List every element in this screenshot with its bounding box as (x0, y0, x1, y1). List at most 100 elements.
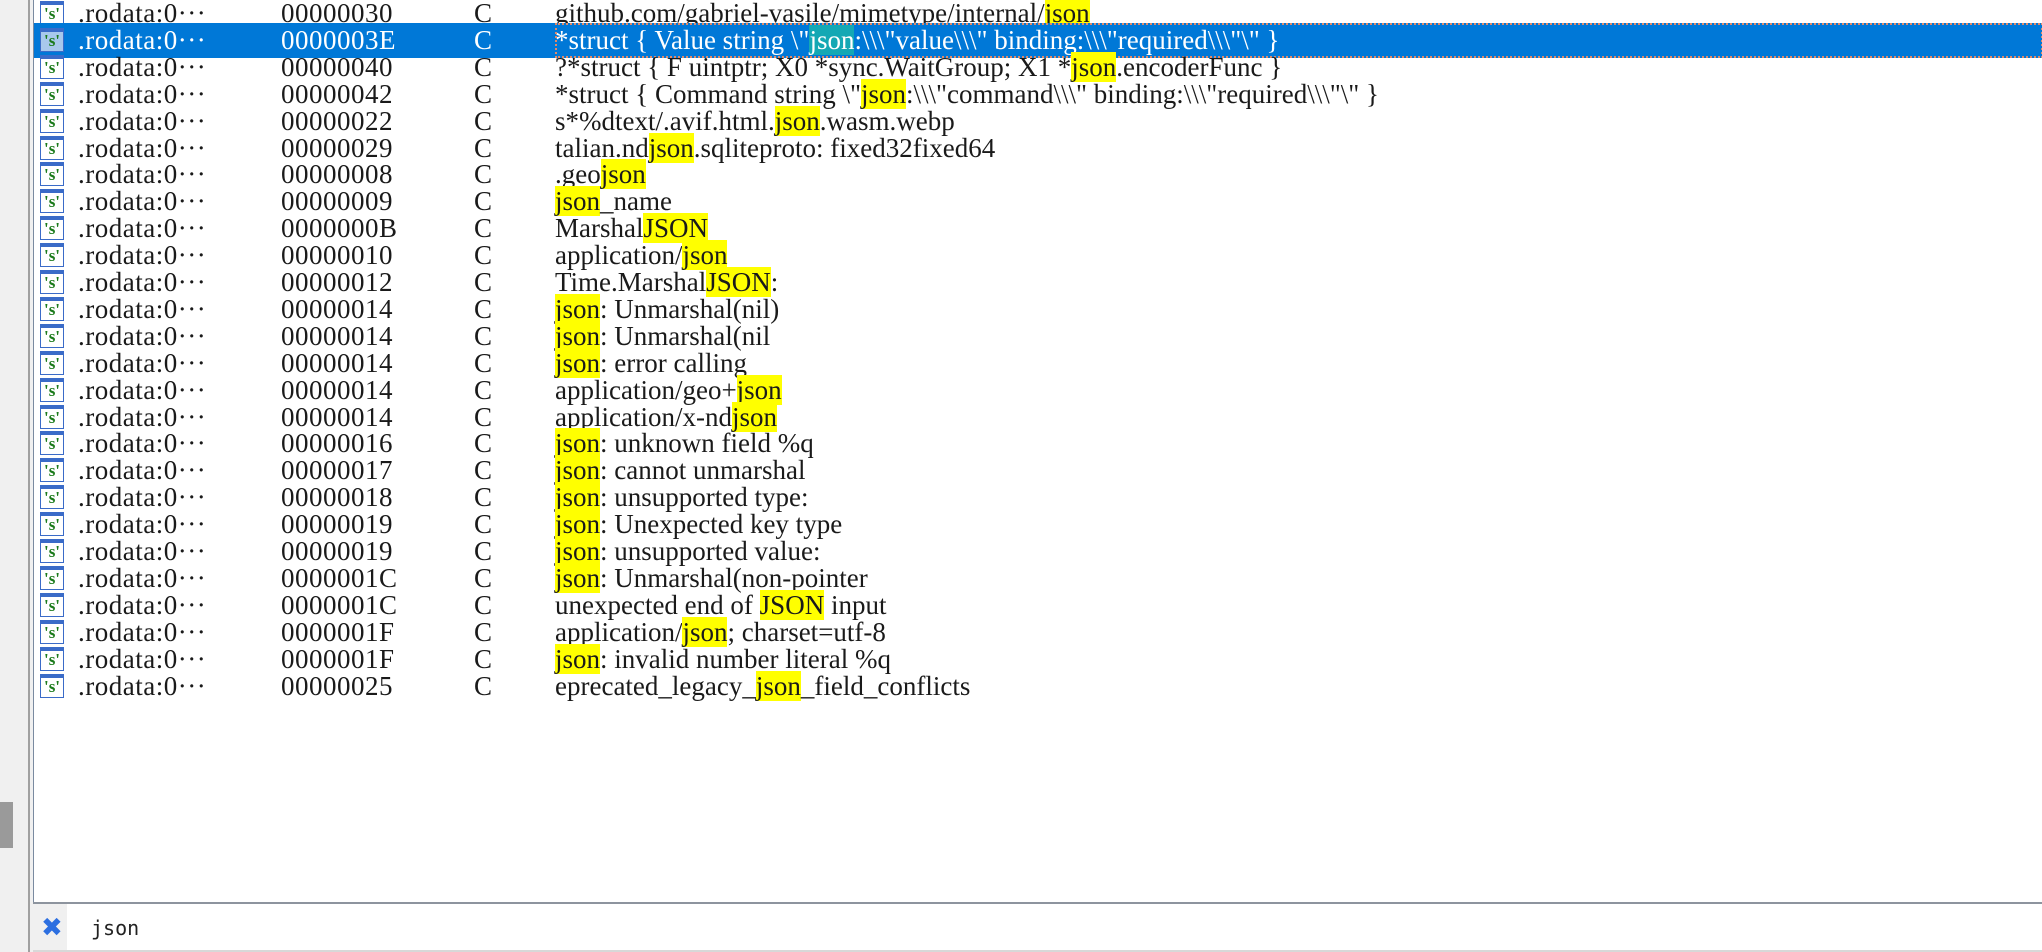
search-match-highlight: json (755, 670, 801, 701)
string-cell: ?*struct { F uintptr; X0 *sync.WaitGroup… (555, 50, 2042, 85)
string-literal-icon: 's' (40, 189, 64, 214)
string-literal-icon: 's' (40, 646, 64, 671)
string-text: :\\\"command\\\" binding:\\\"required\\\… (905, 78, 1379, 109)
search-match-highlight: json (555, 562, 601, 593)
search-match-highlight: JSON (706, 267, 771, 297)
length-cell: 0000001C (281, 562, 398, 593)
string-cell: *struct { Command string \"json:\\\"comm… (555, 77, 2042, 112)
string-text: : cannot unmarshal (600, 455, 806, 486)
type-cell: C (474, 401, 493, 432)
string-text: input (824, 589, 887, 620)
icon-glyph: 's' (43, 4, 61, 23)
type-cell: C (474, 267, 493, 297)
string-text: _field_conflicts (800, 670, 971, 701)
filter-input[interactable]: json (91, 916, 140, 940)
string-cell: json: unsupported type: (555, 480, 2042, 515)
length-cell: 00000014 (281, 320, 393, 351)
string-text: unexpected end of (555, 589, 760, 620)
length-cell: 0000001F (281, 643, 395, 674)
address-cell: .rodata:0··· (78, 51, 207, 82)
left-panel-scrollbar[interactable] (0, 0, 30, 952)
type-cell: C (474, 616, 493, 647)
search-match-highlight: json (1071, 51, 1117, 82)
search-match-highlight: json (682, 616, 728, 647)
address-cell: .rodata:0··· (78, 132, 207, 163)
address-cell: .rodata:0··· (78, 643, 207, 674)
length-cell: 00000019 (281, 509, 393, 540)
string-cell: Time.MarshalJSON: (555, 265, 2042, 300)
length-cell: 00000018 (281, 482, 393, 513)
search-match-highlight: json (731, 401, 777, 432)
type-cell: C (474, 159, 493, 190)
icon-glyph: 's' (43, 515, 61, 535)
length-cell: 00000042 (281, 78, 393, 109)
string-literal-icon: 's' (40, 539, 64, 563)
string-cell: application/json; charset=utf-8 (555, 615, 2042, 650)
address-cell: .rodata:0··· (78, 320, 207, 351)
icon-glyph: 's' (43, 676, 61, 696)
icon-glyph: 's' (43, 138, 61, 158)
type-cell: C (474, 670, 493, 701)
length-cell: 00000029 (281, 132, 393, 163)
string-literal-icon: 's' (40, 431, 64, 456)
string-cell: json: Unmarshal(nil) (555, 292, 2042, 327)
type-cell: C (474, 240, 493, 271)
string-text: talian.nd (555, 132, 649, 163)
address-cell: .rodata:0··· (78, 536, 207, 566)
address-cell: .rodata:0··· (78, 509, 207, 540)
length-cell: 00000010 (281, 240, 393, 271)
search-match-highlight: json (555, 293, 601, 324)
length-cell: 00000008 (281, 159, 393, 190)
string-literal-icon: 's' (40, 296, 64, 321)
address-cell: .rodata:0··· (78, 455, 207, 486)
icon-glyph: 's' (43, 622, 61, 642)
type-cell: C (474, 374, 493, 405)
address-cell: .rodata:0··· (78, 616, 207, 647)
address-cell: .rodata:0··· (78, 159, 207, 190)
string-literal-icon: 's' (40, 108, 64, 133)
clear-filter-icon[interactable]: ✖ (41, 913, 63, 943)
address-cell: .rodata:0··· (78, 240, 207, 271)
type-cell: C (474, 347, 493, 378)
scrollbar-thumb[interactable] (0, 802, 13, 848)
address-cell: .rodata:0··· (78, 347, 207, 378)
string-literal-icon: 's' (40, 592, 64, 617)
string-cell: json: invalid number literal %q (555, 642, 2042, 677)
type-cell: C (474, 105, 493, 136)
icon-glyph: 's' (43, 246, 61, 266)
icon-glyph: 's' (43, 353, 61, 373)
icon-glyph: 's' (43, 434, 61, 454)
string-literal-icon: 's' (40, 485, 64, 510)
address-cell: .rodata:0··· (78, 24, 207, 55)
string-literal-icon: 's' (40, 512, 64, 537)
address-cell: .rodata:0··· (78, 213, 207, 244)
address-cell: .rodata:0··· (78, 267, 207, 297)
string-literal-icon: 's' (40, 81, 64, 106)
